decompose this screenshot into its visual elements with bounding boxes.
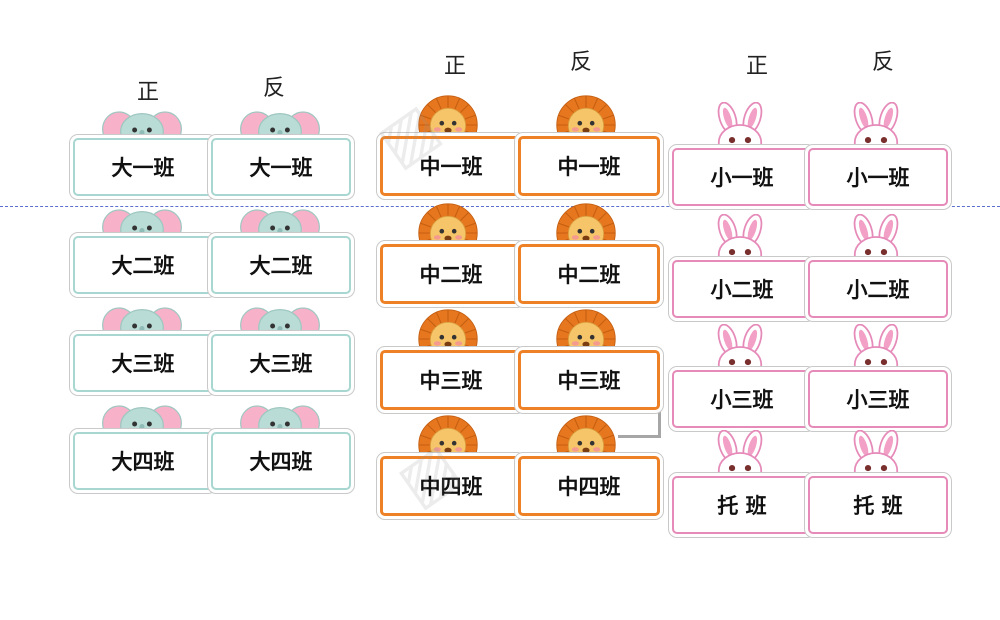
tag-plate: 小二班 <box>672 260 812 318</box>
class-label: 中二班 <box>419 263 483 287</box>
class-label: 小三班 <box>710 388 774 412</box>
header-front-lion: 正 <box>444 54 467 79</box>
tag-plate: 大三班 <box>211 334 351 392</box>
class-label: 大一班 <box>249 156 313 180</box>
class-label: 大二班 <box>111 254 175 278</box>
class-label: 大四班 <box>111 450 175 474</box>
class-label: 小一班 <box>846 166 910 190</box>
tag-plate: 大三班 <box>73 334 213 392</box>
lion-tag-back-2: 中二班 <box>518 202 660 304</box>
tag-plate: 小三班 <box>808 370 948 428</box>
tag-plate: 小二班 <box>808 260 948 318</box>
elephant-tag-front-4: 大四班 <box>73 402 213 490</box>
tag-plate: 大二班 <box>211 236 351 294</box>
header-front-rabbit: 正 <box>746 54 769 79</box>
class-label: 大四班 <box>249 450 313 474</box>
class-label: 大一班 <box>111 156 175 180</box>
class-label: 中四班 <box>419 475 483 499</box>
tag-plate: 小一班 <box>808 148 948 206</box>
rabbit-tag-front-3: 小三班 <box>672 324 812 428</box>
elephant-tag-back-1: 大一班 <box>211 108 351 196</box>
tag-plate: 大四班 <box>211 432 351 490</box>
tag-plate: 中四班 <box>518 456 660 516</box>
elephant-tag-front-2: 大二班 <box>73 206 213 294</box>
tag-plate: 大二班 <box>73 236 213 294</box>
class-label: 中一班 <box>419 155 483 179</box>
class-label: 小一班 <box>710 166 774 190</box>
class-label: 大二班 <box>249 254 313 278</box>
rabbit-tag-back-1: 小一班 <box>808 102 948 206</box>
tag-plate: 中三班 <box>518 350 660 410</box>
tag-plate: 中四班 <box>380 456 522 516</box>
lion-tag-back-3: 中三班 <box>518 308 660 410</box>
rabbit-tag-front-1: 小一班 <box>672 102 812 206</box>
tag-plate: 大四班 <box>73 432 213 490</box>
tag-plate: 中一班 <box>380 136 522 196</box>
rabbit-tag-front-4: 托 班 <box>672 430 812 534</box>
elephant-tag-front-1: 大一班 <box>73 108 213 196</box>
elephant-tag-front-3: 大三班 <box>73 304 213 392</box>
rabbit-tag-front-2: 小二班 <box>672 214 812 318</box>
lion-tag-front-1: 中一班 <box>380 94 522 196</box>
header-front-elephant: 正 <box>137 80 160 105</box>
rabbit-tag-back-2: 小二班 <box>808 214 948 318</box>
rabbit-tag-back-4: 托 班 <box>808 430 948 534</box>
lion-tag-back-1: 中一班 <box>518 94 660 196</box>
tag-plate: 中二班 <box>518 244 660 304</box>
tag-plate: 小一班 <box>672 148 812 206</box>
rabbit-tag-back-3: 小三班 <box>808 324 948 428</box>
class-label: 中三班 <box>419 369 483 393</box>
header-back-rabbit: 反 <box>872 50 895 75</box>
tag-plate: 中二班 <box>380 244 522 304</box>
lion-tag-front-3: 中三班 <box>380 308 522 410</box>
tag-plate: 大一班 <box>211 138 351 196</box>
tag-plate: 托 班 <box>672 476 812 534</box>
lion-tag-front-2: 中二班 <box>380 202 522 304</box>
class-label: 托 班 <box>853 494 903 518</box>
cut-guide-line <box>0 206 1000 207</box>
elephant-tag-back-4: 大四班 <box>211 402 351 490</box>
class-label: 小二班 <box>846 278 910 302</box>
class-label: 小三班 <box>846 388 910 412</box>
class-label: 中一班 <box>557 155 621 179</box>
class-label: 中四班 <box>557 475 621 499</box>
class-label: 小二班 <box>710 278 774 302</box>
class-label: 大三班 <box>111 352 175 376</box>
tag-plate: 大一班 <box>73 138 213 196</box>
tag-plate: 中三班 <box>380 350 522 410</box>
class-label: 托 班 <box>717 494 767 518</box>
elephant-tag-back-3: 大三班 <box>211 304 351 392</box>
tag-plate: 小三班 <box>672 370 812 428</box>
lion-tag-front-4: 中四班 <box>380 414 522 516</box>
class-label: 中二班 <box>557 263 621 287</box>
class-label: 大三班 <box>249 352 313 376</box>
tag-plate: 中一班 <box>518 136 660 196</box>
class-label: 中三班 <box>557 369 621 393</box>
lion-tag-back-4: 中四班 <box>518 414 660 516</box>
header-back-elephant: 反 <box>263 76 286 101</box>
tag-plate: 托 班 <box>808 476 948 534</box>
header-back-lion: 反 <box>570 50 593 75</box>
elephant-tag-back-2: 大二班 <box>211 206 351 294</box>
